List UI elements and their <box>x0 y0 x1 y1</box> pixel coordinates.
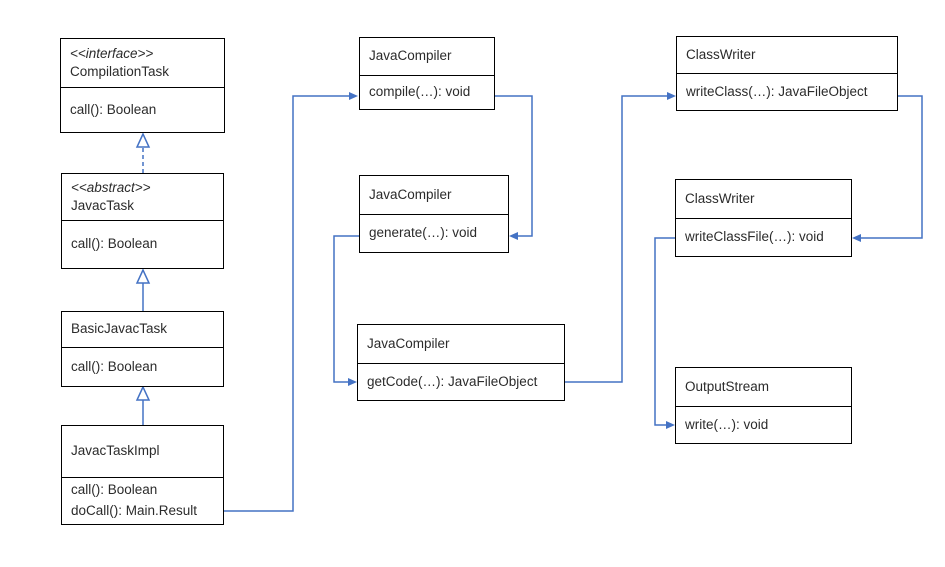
connector-docall-to-compile[interactable] <box>224 92 358 512</box>
class-name: JavaCompiler <box>367 335 450 351</box>
method-label: write(…): void <box>685 416 769 432</box>
method-label: call(): Boolean <box>71 358 158 374</box>
class-name: BasicJavacTask <box>71 321 168 337</box>
class-name: JavaCompiler <box>369 186 452 202</box>
method-label: writeClassFile(…): void <box>685 229 824 245</box>
method-label: call(): Boolean <box>71 482 158 498</box>
class-name: JavacTaskImpl <box>71 443 160 459</box>
connector-writeclass-to-writeclassfile[interactable] <box>852 95 923 242</box>
method-label: doCall(): Main.Result <box>71 503 198 518</box>
class-box-javacompiler-getcode[interactable]: JavaCompiler getCode(…): JavaFileObject <box>357 324 565 401</box>
method-label: generate(…): void <box>369 225 478 241</box>
class-box-compilationtask[interactable]: <<interface>> CompilationTask call(): Bo… <box>60 38 225 133</box>
connector-getcode-to-writeclass[interactable] <box>565 92 676 383</box>
connector-basicjavactask-extends-javactask[interactable] <box>135 268 151 311</box>
method-label: call(): Boolean <box>70 101 157 117</box>
class-name: CompilationTask <box>70 64 170 79</box>
class-box-basicjavactask[interactable]: BasicJavacTask call(): Boolean <box>61 311 224 387</box>
connector-generate-to-getcode[interactable] <box>333 235 359 386</box>
stereotype-label: <<interface>> <box>70 45 154 61</box>
class-box-outputstream[interactable]: OutputStream write(…): void <box>675 367 852 444</box>
class-box-classwriter-writeclassfile[interactable]: ClassWriter writeClassFile(…): void <box>675 179 852 257</box>
class-name: ClassWriter <box>686 46 756 62</box>
connector-javactaskimpl-extends-basicjavactask[interactable] <box>135 385 151 425</box>
stereotype-label: <<abstract>> <box>71 179 151 195</box>
class-box-javacompiler-compile[interactable]: JavaCompiler compile(…): void <box>359 37 495 110</box>
method-label: getCode(…): JavaFileObject <box>367 373 538 389</box>
class-box-classwriter-writeclass[interactable]: ClassWriter writeClass(…): JavaFileObjec… <box>676 36 898 111</box>
method-label: call(): Boolean <box>71 236 158 252</box>
method-label: compile(…): void <box>369 84 471 100</box>
class-box-javacompiler-generate[interactable]: JavaCompiler generate(…): void <box>359 175 509 253</box>
class-name: OutputStream <box>685 378 770 394</box>
method-label: writeClass(…): JavaFileObject <box>686 83 868 99</box>
class-name: JavaCompiler <box>369 48 452 64</box>
class-name: JavacTask <box>71 198 135 213</box>
connector-javactask-realizes-compilationtask[interactable] <box>135 132 151 173</box>
class-box-javactaskimpl[interactable]: JavacTaskImpl call(): Boolean doCall(): … <box>61 425 224 525</box>
connector-writeclassfile-to-write[interactable] <box>654 237 675 429</box>
class-box-javactask[interactable]: <<abstract>> JavacTask call(): Boolean <box>61 173 224 269</box>
class-name: ClassWriter <box>685 190 755 206</box>
